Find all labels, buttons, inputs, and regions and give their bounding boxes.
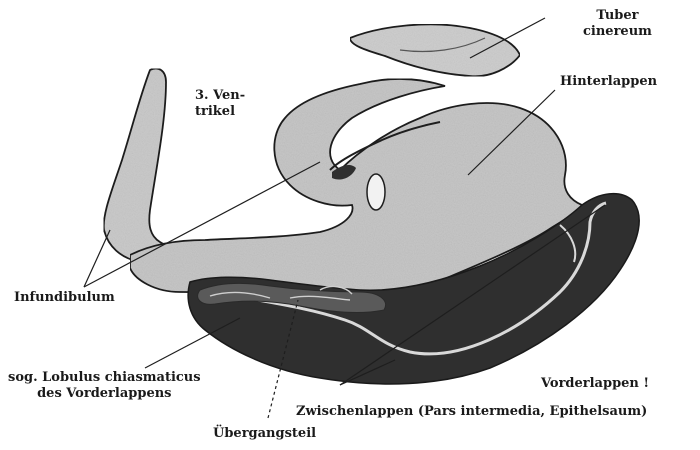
- infundibulum-stalk-shape: [104, 69, 182, 263]
- label-ventrikel: 3. Ven- trikel: [195, 88, 245, 120]
- label-vorderlappen: Vorderlappen !: [541, 376, 649, 392]
- label-lobulus-chiasmaticus: sog. Lobulus chiasmaticus des Vorderlapp…: [8, 370, 201, 402]
- cleft-oval: [367, 174, 385, 210]
- tuber-cinereum-shape: [350, 24, 520, 76]
- label-uebergangsteil: Übergangsteil: [213, 426, 316, 442]
- label-hinterlappen: Hinterlappen: [560, 74, 657, 90]
- label-zwischenlappen: Zwischenlappen (Pars intermedia, Epithel…: [296, 404, 647, 420]
- label-tuber-cinereum: Tuber cinereum: [583, 8, 652, 40]
- label-infundibulum: Infundibulum: [14, 290, 115, 306]
- leader-infundibulum-1: [84, 230, 110, 287]
